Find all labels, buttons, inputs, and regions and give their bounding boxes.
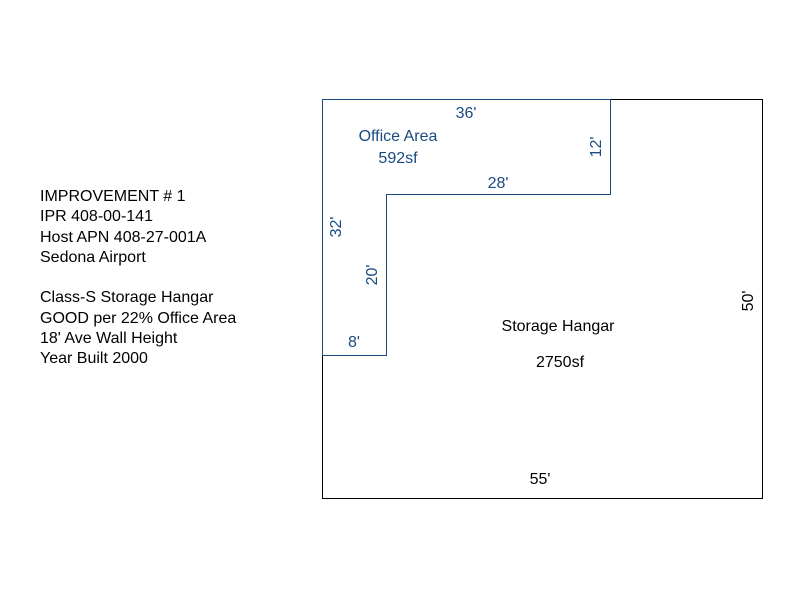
office-dim-inner-horizontal: 28' (488, 175, 509, 192)
wall-height: 18' Ave Wall Height (40, 330, 178, 348)
office-dim-right: 12' (588, 137, 605, 158)
office-area-label: Office Area (359, 128, 438, 145)
improvement-info-block: IMPROVEMENT # 1 IPR 408-00-141 Host APN … (40, 187, 236, 370)
office-dim-left: 32' (328, 217, 345, 238)
office-dim-inner-vertical: 20' (364, 265, 381, 286)
office-dim-top: 36' (456, 105, 477, 122)
hangar-dim-bottom: 55' (530, 471, 551, 488)
office-dim-bottom: 8' (348, 334, 360, 351)
location: Sedona Airport (40, 248, 146, 266)
improvement-number: IMPROVEMENT # 1 (40, 188, 186, 205)
office-outline (322, 99, 611, 356)
office-area-sf: 592sf (378, 150, 418, 167)
hangar-outline (322, 99, 763, 499)
storage-hangar-label: Storage Hangar (502, 318, 616, 335)
year-built: Year Built 2000 (40, 350, 148, 368)
quality-rating: GOOD per 22% Office Area (40, 309, 237, 327)
building-class: Class-S Storage Hangar (40, 289, 214, 307)
hangar-dim-right: 50' (740, 291, 757, 312)
host-apn: Host APN 408-27-001A (40, 228, 207, 246)
storage-hangar-sf: 2750sf (536, 354, 585, 371)
ipr-number: IPR 408-00-141 (40, 208, 153, 226)
